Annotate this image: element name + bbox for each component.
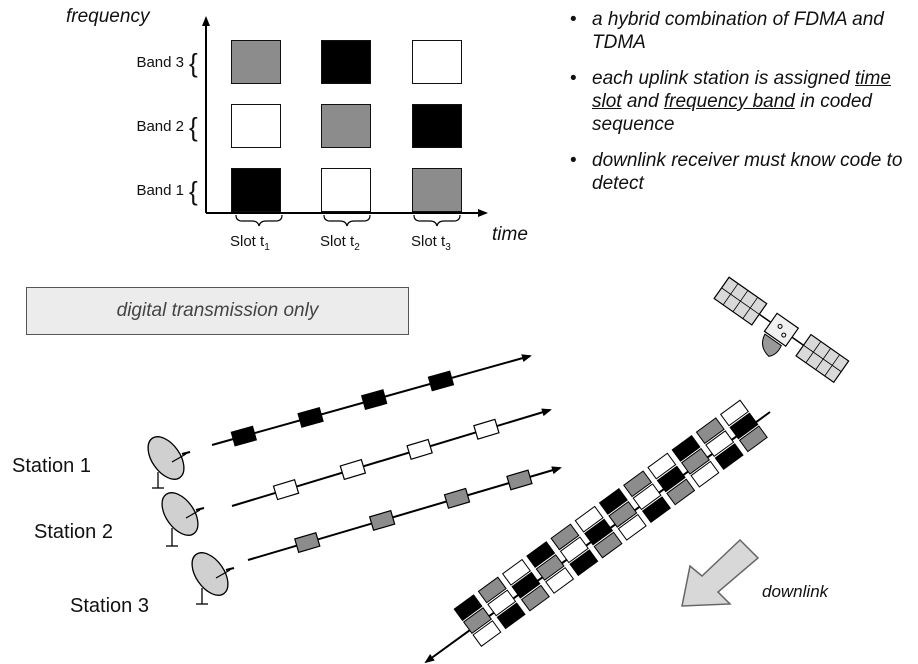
- downlink-packet: [632, 483, 662, 511]
- satellite-icon: [713, 276, 850, 384]
- downlink-packet: [729, 412, 759, 440]
- downlink-packet: [690, 460, 720, 488]
- bullet-item: • a hybrid combination of FDMA and TDMA: [566, 8, 918, 54]
- downlink-packets: [453, 399, 768, 647]
- bullet-text: time slot: [592, 68, 891, 112]
- bullet-text: frequency band: [663, 91, 795, 112]
- brace-band-1: {: [189, 176, 198, 206]
- downlink-packet: [569, 549, 599, 577]
- bullet-dot-icon: •: [570, 9, 577, 30]
- downlink-packet: [738, 425, 768, 453]
- frequency-axis-label: frequency: [66, 6, 150, 27]
- slot-braces: [235, 214, 461, 227]
- grid-cell-band1-slot2: [321, 168, 371, 212]
- brace-band-3: {: [189, 48, 198, 78]
- station-1-label: Station 1: [12, 455, 91, 477]
- downlink-packet: [501, 558, 532, 586]
- uplink-packet: [339, 458, 367, 481]
- uplink-packet: [360, 389, 388, 411]
- grid-cell-band2-slot2: [321, 104, 371, 148]
- downlink-packet: [714, 443, 744, 470]
- grid-cell-band3-slot1: [231, 40, 281, 84]
- time-axis-label: time: [492, 224, 528, 245]
- bullet-dot-icon: •: [570, 68, 577, 89]
- downlink-packet: [584, 518, 614, 546]
- bullet-text: downlink receiver must know code to dete…: [592, 150, 903, 194]
- grid-cell-band2-slot1: [231, 104, 281, 148]
- station-1-dish-icon: [147, 436, 191, 489]
- grid-cell-band1-slot3: [412, 168, 462, 212]
- uplink-packet: [230, 425, 258, 447]
- downlink-packet: [647, 452, 677, 480]
- bullet-text: in coded sequence: [592, 91, 872, 135]
- bullet-text: each uplink station is assigned: [592, 68, 855, 89]
- downlink-packet: [598, 488, 628, 515]
- slot-label-2: Slot t2: [320, 233, 360, 253]
- bullet-dot-icon: •: [570, 150, 577, 171]
- station-3-label: Station 3: [70, 595, 149, 617]
- downlink-packet: [593, 531, 623, 559]
- station-2-label: Station 2: [34, 521, 113, 543]
- grid-cell-band3-slot2: [321, 40, 371, 84]
- downlink-packet: [641, 496, 671, 524]
- downlink-packet: [719, 399, 750, 427]
- downlink-packet: [695, 417, 725, 445]
- downlink-packet: [550, 523, 580, 551]
- downlink-label: downlink: [762, 582, 829, 601]
- grid-cell-band1-slot1: [231, 168, 281, 212]
- bullet-text: a hybrid combination of FDMA and TDMA: [592, 9, 884, 53]
- slot-label-3: Slot t3: [411, 233, 451, 253]
- uplink-packet: [272, 479, 300, 501]
- downlink-packet: [705, 430, 735, 458]
- grid-cell-band2-slot3: [412, 104, 462, 148]
- downlink-packet: [680, 447, 711, 475]
- downlink-packet: [511, 571, 541, 599]
- downlink-packet: [666, 478, 696, 506]
- uplink-packet: [443, 487, 471, 509]
- band-label-3: Band 3: [136, 54, 184, 71]
- station-3-dish-icon: [191, 552, 235, 605]
- bullet-item: • each uplink station is assigned time sl…: [566, 67, 918, 136]
- downlink-packet: [472, 620, 502, 647]
- downlink-packet: [453, 594, 483, 622]
- downlink-packet: [520, 584, 550, 612]
- bullet-list: • a hybrid combination of FDMA and TDMA • e…: [566, 8, 918, 208]
- station-2-dish-icon: [161, 492, 205, 547]
- downlink-packet: [574, 505, 604, 533]
- band-label-1: Band 1: [136, 182, 184, 199]
- uplink-packet: [506, 469, 533, 491]
- downlink-arrow-icon: [681, 538, 760, 607]
- uplink-packet: [294, 531, 321, 554]
- uplink-packet: [427, 370, 455, 392]
- downlink-packet: [608, 500, 638, 528]
- downlink-packet: [623, 470, 653, 498]
- band-label-2: Band 2: [136, 118, 184, 135]
- downlink-packet: [496, 602, 526, 630]
- bullet-item: • downlink receiver must know code to det…: [566, 149, 918, 195]
- uplink-streams: [211, 354, 562, 561]
- downlink-packet: [462, 607, 493, 635]
- downlink-packet: [545, 566, 575, 594]
- downlink-packet: [477, 576, 507, 604]
- downlink-packet: [617, 513, 647, 541]
- downlink-packet: [487, 589, 517, 617]
- downlink-packet: [559, 536, 589, 564]
- uplink-packet: [368, 509, 396, 532]
- slot-label-1: Slot t1: [230, 233, 270, 253]
- uplink-packet: [406, 438, 433, 460]
- downlink-packet: [535, 554, 565, 581]
- uplink-packet: [297, 406, 324, 428]
- grid-cell-band3-slot3: [412, 40, 462, 84]
- downlink-packet: [671, 434, 701, 462]
- uplink-packet: [473, 418, 500, 440]
- bullet-text: and: [621, 91, 664, 112]
- digital-transmission-banner: digital transmission only: [26, 287, 409, 335]
- downlink-packet: [656, 465, 686, 493]
- downlink-packet: [526, 541, 556, 569]
- brace-band-2: {: [189, 112, 198, 142]
